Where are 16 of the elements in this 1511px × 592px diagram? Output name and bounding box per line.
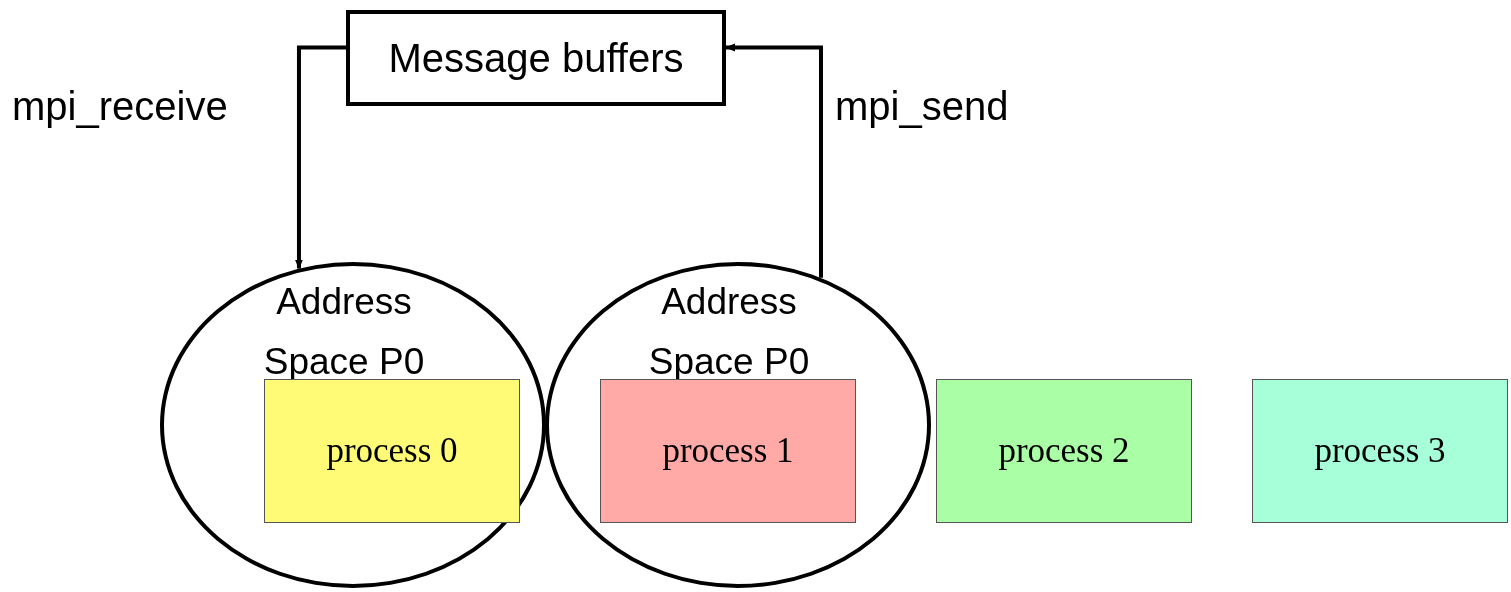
process-box	[936, 379, 1192, 523]
process-box	[600, 379, 856, 523]
address-space-circle	[545, 262, 931, 588]
node-label: process 2	[998, 430, 1130, 472]
edge-label: mpi_send	[835, 84, 1009, 128]
node-label: process 0	[326, 430, 458, 472]
node-label: Message buffers	[388, 35, 684, 82]
buffer-box	[346, 10, 726, 106]
arrow	[294, 45, 346, 270]
node-label: Address Space P0	[262, 280, 426, 384]
process-box	[1252, 379, 1508, 523]
node-label: process 1	[662, 430, 794, 472]
node-label: process 3	[1314, 430, 1446, 472]
arrow	[725, 43, 823, 278]
node-label: Address Space P0	[647, 280, 811, 384]
edge-label: mpi_receive	[12, 84, 228, 128]
